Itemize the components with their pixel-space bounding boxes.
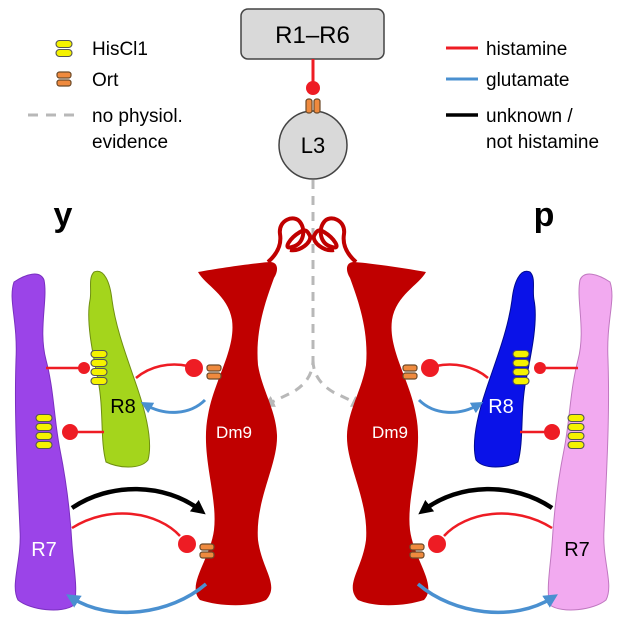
r7-left-label: R7 [31, 539, 57, 561]
r7-dm9-terminal-left [178, 535, 196, 553]
dm9-left-label: Dm9 [216, 423, 252, 442]
ort-dm9-left-upper [206, 364, 222, 380]
no-evidence-arrow-right [311, 359, 364, 407]
legend-ort-icon [56, 71, 72, 87]
r7-dm9-terminal-right [428, 535, 446, 553]
legend-hiscl1-label: HisCl1 [92, 39, 148, 60]
r8-right-label: R8 [488, 396, 514, 418]
hiscl1-r8-left-1 [90, 349, 108, 359]
hiscl1-r7-left-2 [35, 422, 53, 432]
r7-dm9-histamine-left [71, 512, 181, 537]
hiscl1-r7-left-4 [35, 440, 53, 450]
hiscl1-r7-right-2 [567, 422, 585, 432]
hiscl1-r8-right-2 [512, 358, 530, 368]
r8-dm9-histamine-left [135, 363, 189, 379]
r8-right-cell [473, 270, 536, 468]
r1-r6-label: R1–R6 [275, 22, 350, 49]
dm9-left-loop [266, 216, 313, 264]
l3-label: L3 [301, 133, 325, 158]
no-evidence-arrow-left [262, 180, 315, 407]
legend-hiscl1-icon-2 [55, 48, 73, 58]
dm9-left-shape [195, 262, 278, 606]
hiscl1-r8-left-2 [90, 358, 108, 368]
dm9-right-label: Dm9 [372, 423, 408, 442]
r8-left-label: R8 [110, 396, 136, 418]
r7-dm9-unknown-left [70, 486, 206, 515]
histamine-terminal-l3 [306, 81, 320, 95]
legend-glutamate-label: glutamate [486, 70, 569, 91]
legend-dashed-label-2: evidence [92, 132, 168, 153]
dm9-right-loop [311, 216, 358, 264]
r8-dm9-terminal-right [421, 359, 439, 377]
hiscl1-r8-right-3 [512, 367, 530, 377]
dm9-r8-glutamate-left [140, 398, 207, 414]
l3-circle [278, 110, 348, 180]
r8-left-cell [88, 270, 151, 468]
dm9-r8-glutamate-right [417, 398, 484, 414]
hiscl1-r7-right-3 [567, 431, 585, 441]
r8-r7-terminal-right [544, 424, 560, 440]
hiscl1-r8-right-1 [512, 349, 530, 359]
legend-dashed-label-1: no physiol. [92, 106, 183, 127]
ort-dm9-right-upper [402, 364, 418, 380]
r7-r8-terminal-right [534, 362, 546, 374]
r8-dm9-histamine-right [435, 363, 489, 379]
legend-hiscl1-icon-1 [55, 39, 73, 49]
legend-unknown-label-1: unknown / [486, 106, 573, 127]
panel-label-right: p [534, 196, 555, 234]
dm9-right-shape [346, 262, 429, 606]
dm9-r7-glutamate-right [416, 582, 558, 615]
legend-unknown-label-2: not histamine [486, 132, 599, 153]
dm9-r7-glutamate-left [66, 582, 208, 615]
hiscl1-r8-right-4 [512, 376, 530, 386]
legend-histamine-label: histamine [486, 39, 567, 60]
hiscl1-r7-left-1 [35, 413, 53, 423]
hiscl1-r7-right-4 [567, 440, 585, 450]
hiscl1-r7-right-1 [567, 413, 585, 423]
hiscl1-r7-left-3 [35, 431, 53, 441]
r7-right-label: R7 [564, 539, 590, 561]
legend-ort-label: Ort [92, 70, 119, 91]
panel-label-left: y [54, 196, 73, 234]
r7-dm9-unknown-right [418, 486, 554, 515]
r7-r8-terminal-left [78, 362, 90, 374]
r7-dm9-histamine-right [443, 512, 553, 537]
hiscl1-r8-left-4 [90, 376, 108, 386]
r8-dm9-terminal-left [185, 359, 203, 377]
hiscl1-r8-left-3 [90, 367, 108, 377]
r8-r7-terminal-left [62, 424, 78, 440]
